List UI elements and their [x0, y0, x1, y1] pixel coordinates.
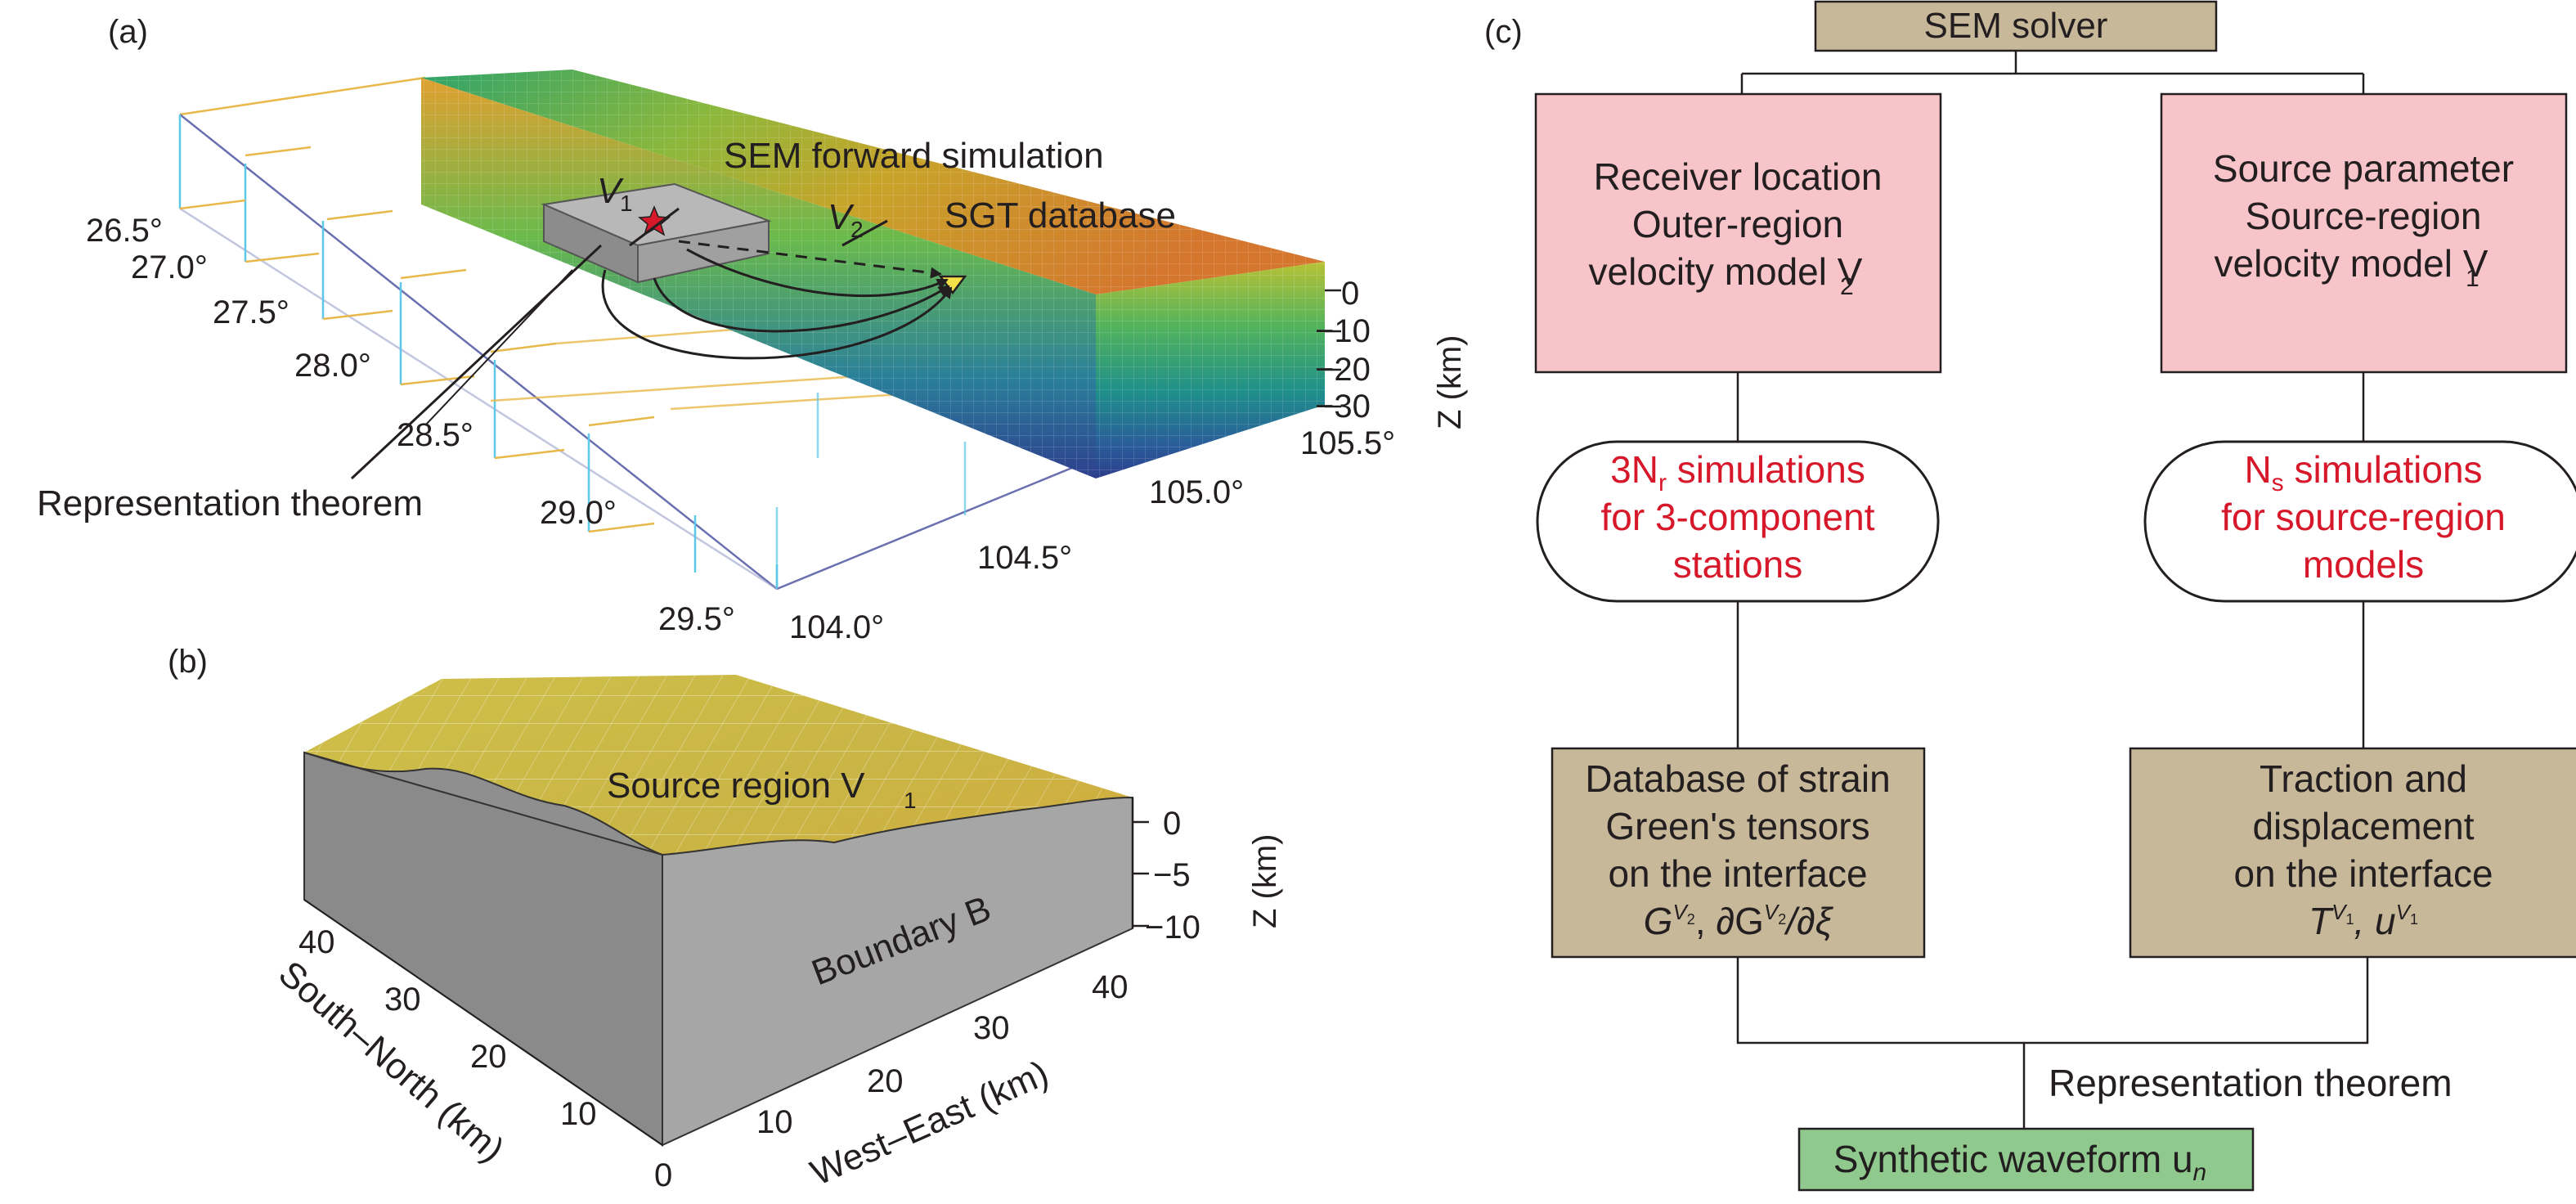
receiver-simulations-box: 3Nr simulations for 3-component stations	[1536, 440, 1940, 603]
flow-connectors	[1736, 51, 2369, 1129]
svg-text:−10: −10	[1315, 313, 1371, 349]
synthetic-waveform-box: Synthetic waveform un	[1797, 1127, 2255, 1192]
panel-b: (b) Source region V 1 Boundary B 0 −5 −1…	[168, 644, 1283, 1193]
panel-a-label: (a)	[108, 14, 148, 50]
svg-text:−30: −30	[1315, 389, 1371, 425]
svg-text:1: 1	[620, 191, 633, 216]
svg-text:on the interface: on the interface	[1608, 852, 1867, 895]
source-simulations-box: Ns simulations for source-region models	[2143, 440, 2576, 603]
svg-text:V: V	[597, 171, 624, 211]
svg-text:26.5°: 26.5°	[86, 213, 163, 249]
svg-text:Z (km): Z (km)	[1432, 335, 1468, 429]
svg-text:−20: −20	[1315, 352, 1371, 388]
svg-text:28.0°: 28.0°	[294, 348, 371, 384]
svg-text:Synthetic waveform un: Synthetic waveform un	[1833, 1138, 2206, 1186]
svg-text:30: 30	[973, 1010, 1010, 1046]
svg-text:1: 1	[904, 788, 917, 813]
v1-label: V 1	[597, 171, 633, 216]
svg-text:10: 10	[560, 1096, 597, 1132]
svg-text:105.5°: 105.5°	[1300, 425, 1395, 461]
receiver-location-box: Receiver location Outer-region velocity …	[1534, 92, 1942, 374]
panel-c-label: (c)	[1484, 14, 1523, 50]
svg-text:Source region V: Source region V	[607, 766, 865, 806]
svg-text:displacement: displacement	[2252, 805, 2474, 847]
depth-axis-a: 0 −10 −20 −30 Z (km)	[1315, 276, 1468, 429]
svg-text:1: 1	[2466, 265, 2480, 292]
svg-text:TV1, uV1: TV1, uV1	[2309, 900, 2418, 942]
svg-text:−10: −10	[1145, 910, 1200, 946]
svg-text:Receiver location: Receiver location	[1594, 155, 1883, 198]
svg-text:10: 10	[756, 1104, 793, 1140]
source-parameter-box: Source parameter Source-region velocity …	[2160, 92, 2568, 374]
svg-text:20: 20	[867, 1063, 904, 1099]
svg-text:0: 0	[654, 1157, 672, 1193]
svg-text:Traction and: Traction and	[2260, 757, 2467, 800]
svg-text:models: models	[2303, 543, 2424, 586]
svg-text:−5: −5	[1153, 857, 1191, 893]
svg-text:27.5°: 27.5°	[213, 294, 289, 330]
svg-text:3Nr simulations: 3Nr simulations	[1610, 448, 1865, 496]
sgt-database-label: SGT database	[945, 195, 1176, 236]
svg-text:27.0°: 27.0°	[131, 249, 208, 285]
svg-text:Source-region: Source-region	[2246, 195, 2482, 237]
svg-text:40: 40	[298, 924, 335, 960]
svg-text:Database of strain: Database of strain	[1585, 757, 1890, 800]
svg-text:stations: stations	[1673, 543, 1803, 586]
svg-text:for 3-component: for 3-component	[1601, 496, 1875, 538]
lon-ticks: 104.0° 104.5° 105.0° 105.5°	[789, 425, 1395, 645]
traction-displacement-box: Traction and displacement on the interfa…	[2129, 747, 2576, 959]
svg-text:V: V	[828, 197, 855, 237]
svg-text:105.0°: 105.0°	[1149, 474, 1244, 510]
svg-text:for source-region: for source-region	[2221, 496, 2506, 538]
svg-text:SEM solver: SEM solver	[1924, 6, 2108, 46]
svg-text:0: 0	[1163, 806, 1181, 842]
lat-ticks: 26.5° 27.0° 27.5° 28.0° 28.5° 29.0° 29.5…	[86, 213, 735, 637]
panel-a: (a)	[37, 14, 1468, 645]
svg-text:28.5°: 28.5°	[397, 417, 473, 453]
strain-greens-database-box: Database of strain Green's tensors on th…	[1551, 747, 1926, 959]
svg-text:West–East (km): West–East (km)	[805, 1053, 1054, 1193]
svg-text:29.5°: 29.5°	[658, 601, 735, 637]
sem-solver-box: SEM solver	[1814, 0, 2218, 52]
depth-axis-b: 0 −5 −10 Z (km)	[1131, 797, 1283, 946]
representation-pointer	[350, 244, 603, 480]
svg-text:Ns simulations: Ns simulations	[2244, 448, 2482, 496]
v2-label: V 2	[828, 197, 864, 242]
svg-text:29.0°: 29.0°	[540, 495, 617, 531]
svg-text:40: 40	[1092, 969, 1129, 1005]
svg-text:Z (km): Z (km)	[1247, 833, 1283, 928]
svg-text:GV2, ∂GV2/∂ξ: GV2, ∂GV2/∂ξ	[1644, 900, 1834, 942]
source-region-b-label: Source region V 1	[607, 766, 917, 813]
svg-text:on the interface: on the interface	[2233, 852, 2493, 895]
svg-text:Source parameter: Source parameter	[2213, 147, 2514, 190]
sem-forward-label: SEM forward simulation	[724, 136, 1104, 176]
velocity-model-block	[421, 70, 1325, 478]
svg-text:Green's tensors: Green's tensors	[1605, 805, 1869, 847]
svg-text:2: 2	[1840, 273, 1854, 300]
ray-arrows	[601, 207, 953, 360]
representation-theorem-label: Representation theorem	[37, 483, 423, 523]
terrain-block	[303, 675, 1133, 1147]
svg-text:velocity model V: velocity model V	[1589, 250, 1863, 293]
svg-text:104.5°: 104.5°	[977, 540, 1072, 576]
svg-text:20: 20	[470, 1039, 507, 1075]
panel-c: (c) SEM solver Receiver location Outer-r…	[1484, 0, 2576, 1192]
svg-text:0: 0	[1341, 276, 1359, 312]
svg-text:2: 2	[850, 217, 864, 242]
panel-b-label: (b)	[168, 644, 208, 680]
svg-text:30: 30	[384, 982, 421, 1018]
svg-text:104.0°: 104.0°	[789, 609, 884, 645]
svg-text:Outer-region: Outer-region	[1632, 203, 1843, 245]
representation-theorem-c-label: Representation theorem	[2049, 1062, 2453, 1104]
svg-text:velocity model V: velocity model V	[2215, 242, 2488, 285]
